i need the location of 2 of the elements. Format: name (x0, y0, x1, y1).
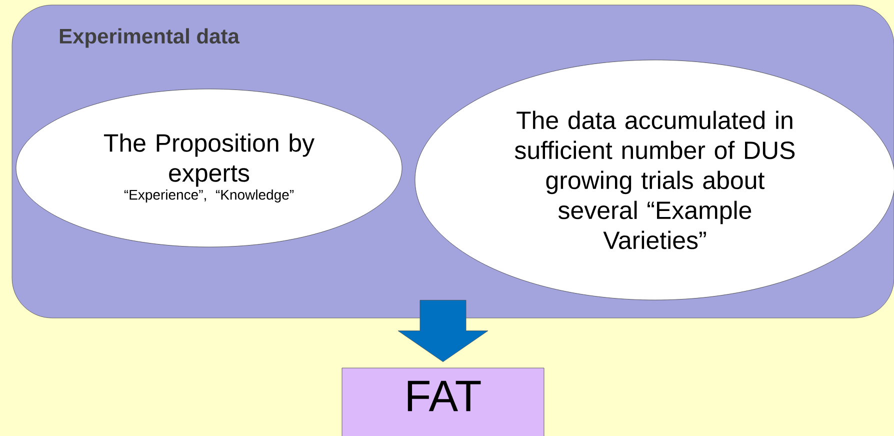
block-arrow (398, 300, 488, 362)
process-box: FAT (342, 368, 544, 436)
